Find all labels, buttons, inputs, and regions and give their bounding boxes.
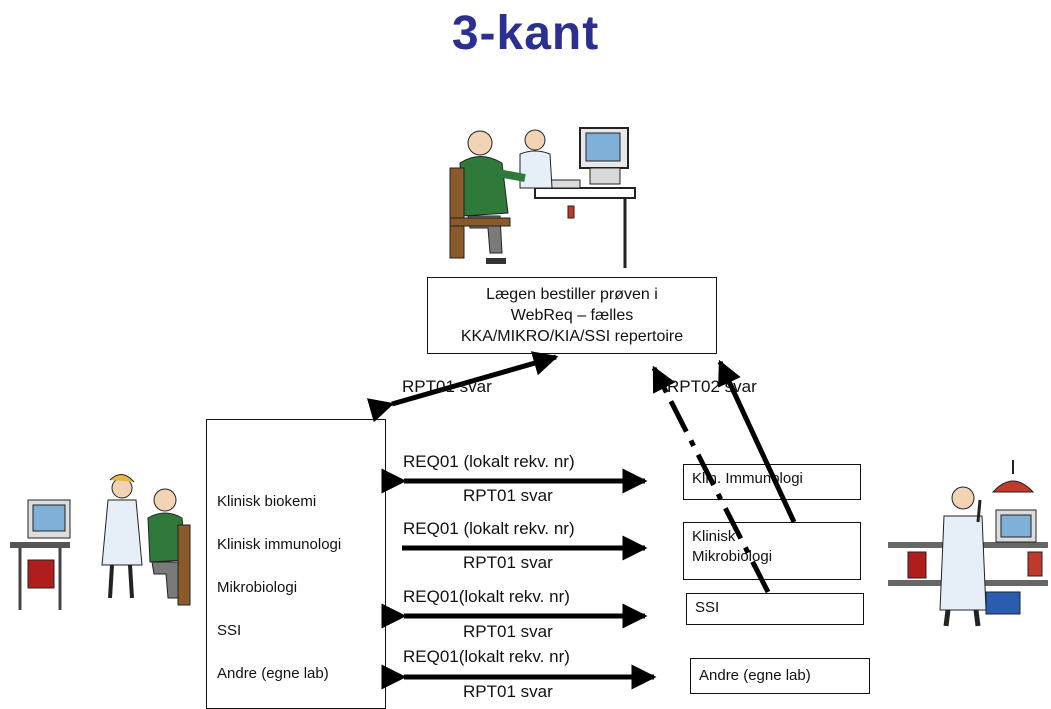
rpt01-top-label: RPT01 svar (402, 377, 492, 396)
row3-req-label: REQ01(lokalt rekv. nr) (403, 587, 570, 606)
row1-req-label: REQ01 (lokalt rekv. nr) (403, 452, 575, 471)
row4-rpt-label: RPT01 svar (463, 682, 553, 701)
lab-item-andre: Andre (egne lab) (217, 665, 329, 682)
requester-line-1: Lægen bestiller prøven i (486, 286, 658, 303)
lab-item-klinisk-immunologi: Klinisk immunologi (217, 536, 342, 553)
ssi-box: SSI (686, 593, 864, 625)
nurse-patient-clipart (10, 474, 191, 610)
klinisk-mikrobiologi-box: Klinisk Mikrobiologi (683, 522, 861, 580)
andre-box: Andre (egne lab) (690, 658, 870, 694)
mikrobiologi-label-line-1: Klinisk (692, 528, 736, 545)
lab-technician-clipart (888, 460, 1048, 627)
lab-item-mikrobiologi: Mikrobiologi (217, 579, 298, 596)
requester-line-3: KKA/MIKRO/KIA/SSI repertoire (460, 328, 684, 345)
row2-req-label: REQ01 (lokalt rekv. nr) (403, 519, 575, 538)
requester-line-2: WebReq – fælles (510, 307, 634, 324)
row4-req-label: REQ01(lokalt rekv. nr) (403, 647, 570, 666)
lab-item-klinisk-biokemi: Klinisk biokemi (217, 493, 317, 510)
row1-rpt-label: RPT01 svar (463, 486, 553, 505)
page-title: 3-kant (451, 7, 600, 60)
doctor-patient-clipart (449, 127, 636, 268)
row2-rpt-label: RPT01 svar (463, 553, 553, 572)
mikrobiologi-label-line-2: Mikrobiologi (692, 548, 773, 565)
row3-rpt-label: RPT01 svar (463, 622, 553, 641)
lab-item-ssi: SSI (217, 622, 242, 639)
rpt02-dashdot-arrow (651, 365, 771, 594)
ssi-label: SSI (695, 599, 720, 616)
requester-box: Lægen bestiller prøven i WebReq – fælles… (427, 277, 717, 354)
rpt02-solid-arrow (717, 359, 797, 524)
rpt02-top-label: RPT02 svar (667, 377, 757, 396)
andre-label: Andre (egne lab) (699, 667, 811, 684)
rpt01-diagonal-arrow (366, 351, 559, 423)
